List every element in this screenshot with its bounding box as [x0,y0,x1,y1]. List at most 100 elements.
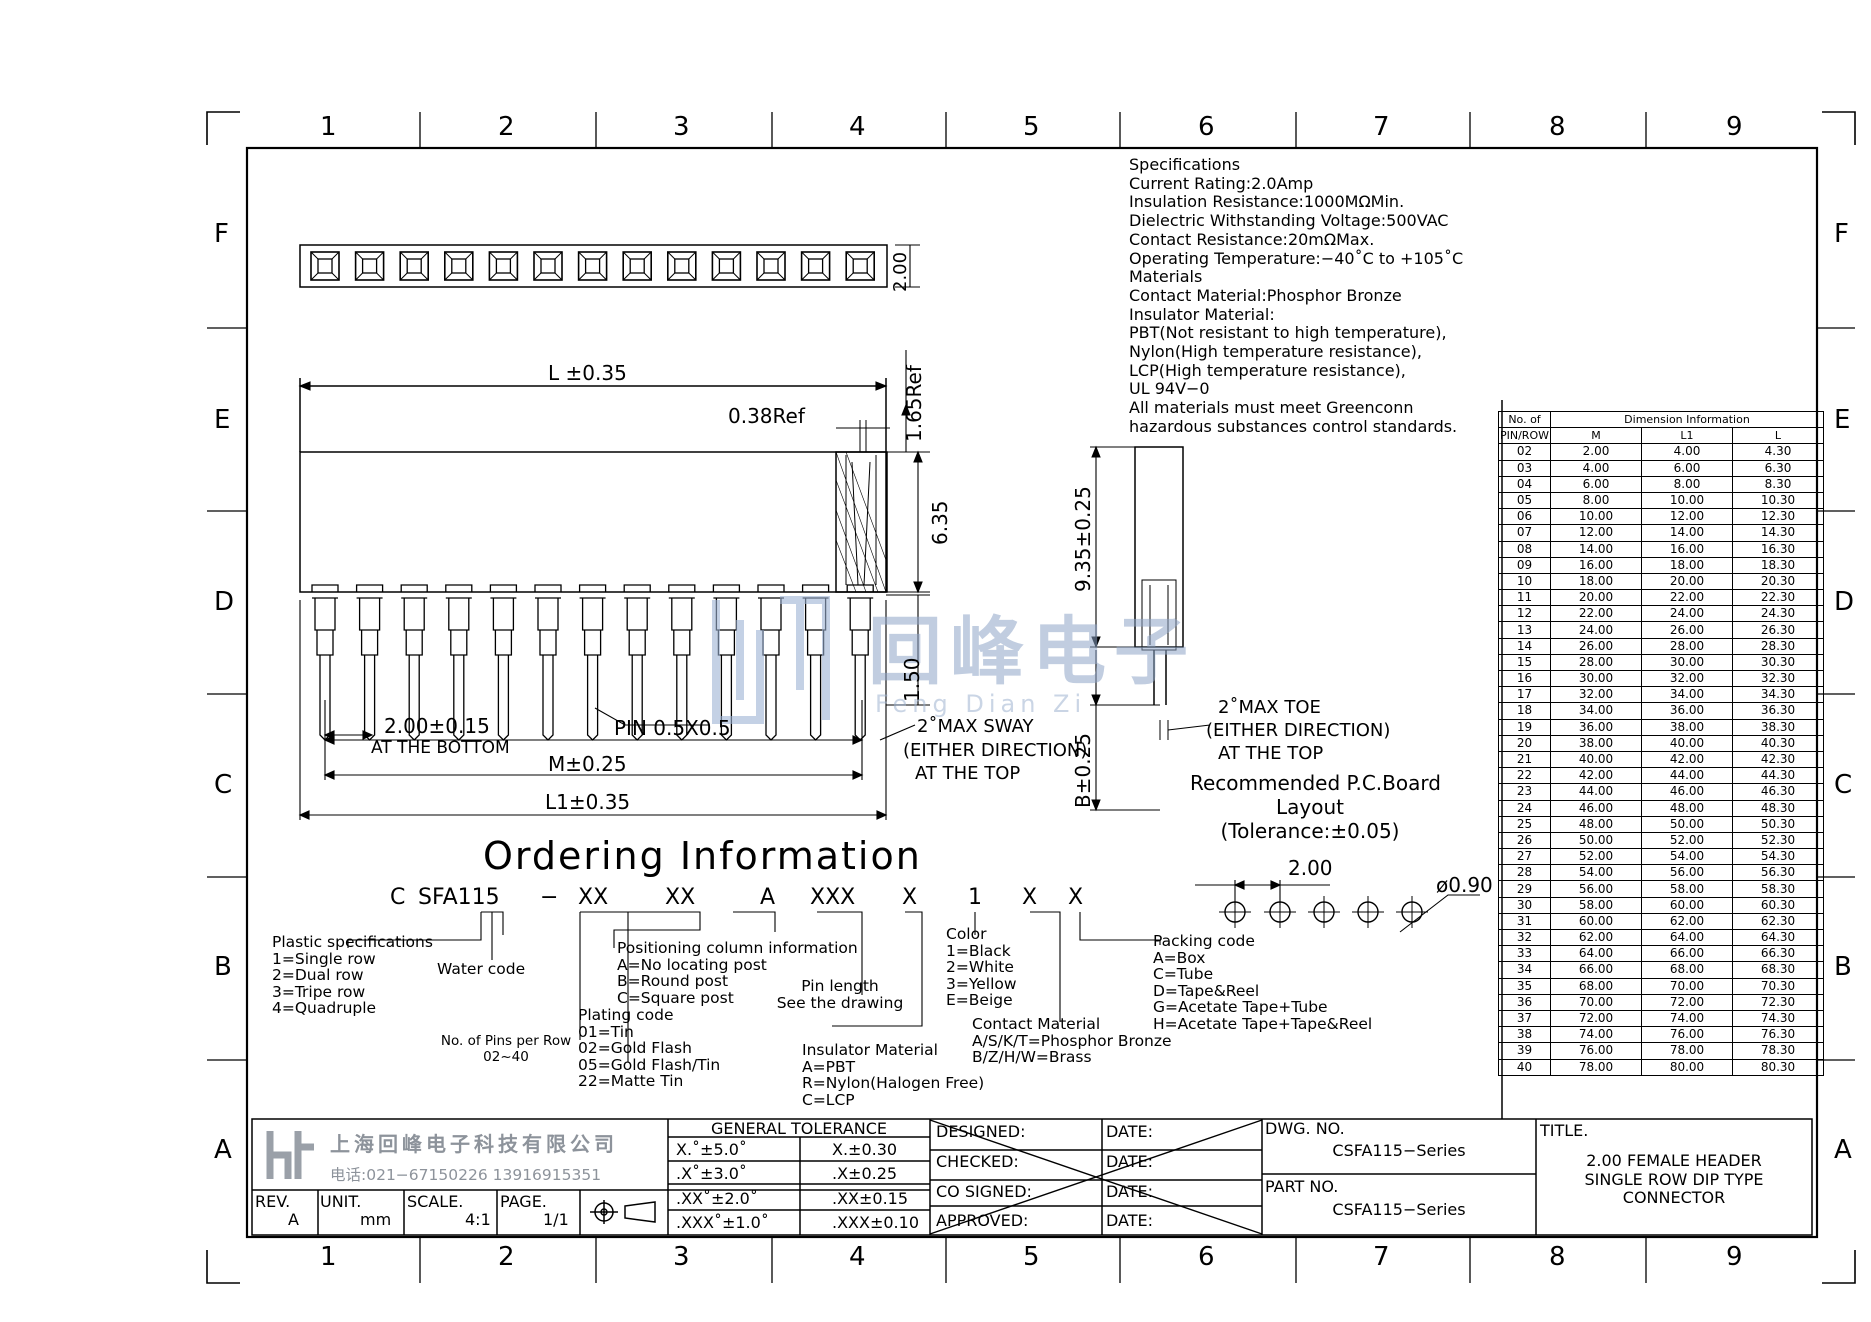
table-cell: 38.00 [1550,734,1642,752]
ordering-water-code: Water code [437,960,526,978]
table-cell: 12.00 [1641,508,1733,526]
front-pin [400,584,428,741]
table-cell: 30 [1498,896,1551,914]
tolerance-value: .XX±0.15 [832,1189,909,1208]
zone-column-label: 6 [1198,1242,1215,1272]
zone-column-label: 8 [1549,112,1566,142]
table-cell: 09 [1498,556,1551,574]
watermark-en: Feng Dian Zi [875,690,1087,718]
table-cell: 03 [1498,459,1551,477]
table-cell: 24.00 [1550,621,1642,639]
dim-pin: PIN 0.5X0.5 [614,716,731,740]
ordering-line: 2=Dual row [272,966,364,985]
approved-label: APPROVED: [936,1211,1029,1230]
page-label: PAGE. [500,1192,547,1211]
table-header: Dimension Information [1550,410,1824,429]
ordering-line: See the drawing [776,993,904,1012]
title-label: TITLE. [1540,1121,1589,1140]
table-cell: 74.00 [1641,1009,1733,1028]
table-cell: 16.00 [1550,556,1642,574]
ordering-code-part: X [1068,885,1084,910]
table-cell: 50.00 [1641,815,1733,833]
pcb-hole: ø0.90 [1436,873,1493,897]
table-cell: 78.00 [1550,1058,1642,1076]
table-cell: 26.00 [1641,621,1733,639]
table-cell: 50.30 [1732,815,1824,833]
dim-toe-3: AT THE TOP [1218,743,1324,764]
table-cell: 22.00 [1550,605,1642,623]
table-cell: 37 [1498,1009,1551,1028]
dim-h150: 1.50 [900,657,924,702]
spec-line: UL 94V−0 [1129,379,1210,399]
company-phone: 电话:021−67150226 13916915351 [330,1166,602,1184]
dim-M: M±0.25 [548,752,627,776]
table-cell: 36.00 [1550,718,1642,736]
co-signed-label: CO SIGNED: [936,1182,1032,1201]
zone-column-label: 7 [1373,1242,1390,1272]
pcb-hole [1308,896,1340,928]
spec-line: PBT(Not resistant to high temperature), [1129,323,1447,343]
zone-row-label: D [1834,587,1855,617]
table-cell: 20.00 [1641,572,1733,591]
table-cell: 28.30 [1732,637,1824,655]
table-cell: 44.00 [1550,783,1642,801]
specifications-block: Specifications Current Rating:2.0Amp Ins… [1129,155,1463,437]
table-cell: 18.00 [1550,572,1642,591]
ordering-line: 05=Gold Flash/Tin [578,1055,721,1074]
ordering-line: 1=Single row [272,949,376,968]
table-cell: 46.00 [1641,783,1733,801]
scale-label: SCALE. [407,1192,464,1211]
spec-line: Dielectric Withstanding Voltage:500VAC [1129,211,1449,231]
table-cell: 8.00 [1550,491,1642,510]
table-cell: 20.00 [1550,589,1642,607]
table-cell: 74.00 [1550,1026,1642,1044]
table-cell: 70.00 [1550,993,1642,1011]
ordering-line: A=No locating post [617,955,767,974]
table-cell: 32.00 [1550,686,1642,704]
table-cell: 60.00 [1641,896,1733,914]
table-cell: 6.00 [1550,475,1642,493]
table-cell: 58.00 [1550,896,1642,914]
table-cell: 15 [1498,653,1551,672]
dim-L1: L1±0.35 [545,790,631,814]
tolerance-value: .XXX˚±1.0˚ [676,1213,769,1232]
table-cell: 07 [1498,524,1551,542]
ordering-line: Positioning column information [617,939,858,957]
table-cell: 68.00 [1641,961,1733,979]
ordering-line: No. of Pins per Row [440,1033,572,1049]
front-pin [534,584,562,741]
front-pin [489,584,518,741]
ordering-code-part: XX [665,885,696,910]
table-cell: 62.00 [1641,912,1733,931]
table-cell: 62.00 [1550,928,1642,947]
contact-cell [310,251,340,281]
table-cell: 30.00 [1641,653,1733,672]
table-cell: 56.00 [1550,880,1642,898]
dwg-no-value: CSFA115−Series [1332,1141,1466,1160]
ordering-line: B=Round post [617,972,729,991]
ordering-code-part: C [390,885,406,910]
ordering-code-part: SFA115 [418,885,500,910]
table-cell: 40.00 [1550,750,1642,769]
table-cell: 6.30 [1732,459,1824,477]
table-header: L [1732,427,1824,445]
dim-ref165: 1.65Ref [902,365,926,442]
ordering-line: Color [946,925,987,943]
ordering-code-part: X [902,885,918,910]
part-no-value: CSFA115−Series [1332,1200,1466,1219]
table-cell: 16 [1498,669,1551,688]
table-cell: 70.00 [1641,977,1733,995]
zone-column-label: 3 [673,1242,690,1272]
front-pin [445,584,473,741]
